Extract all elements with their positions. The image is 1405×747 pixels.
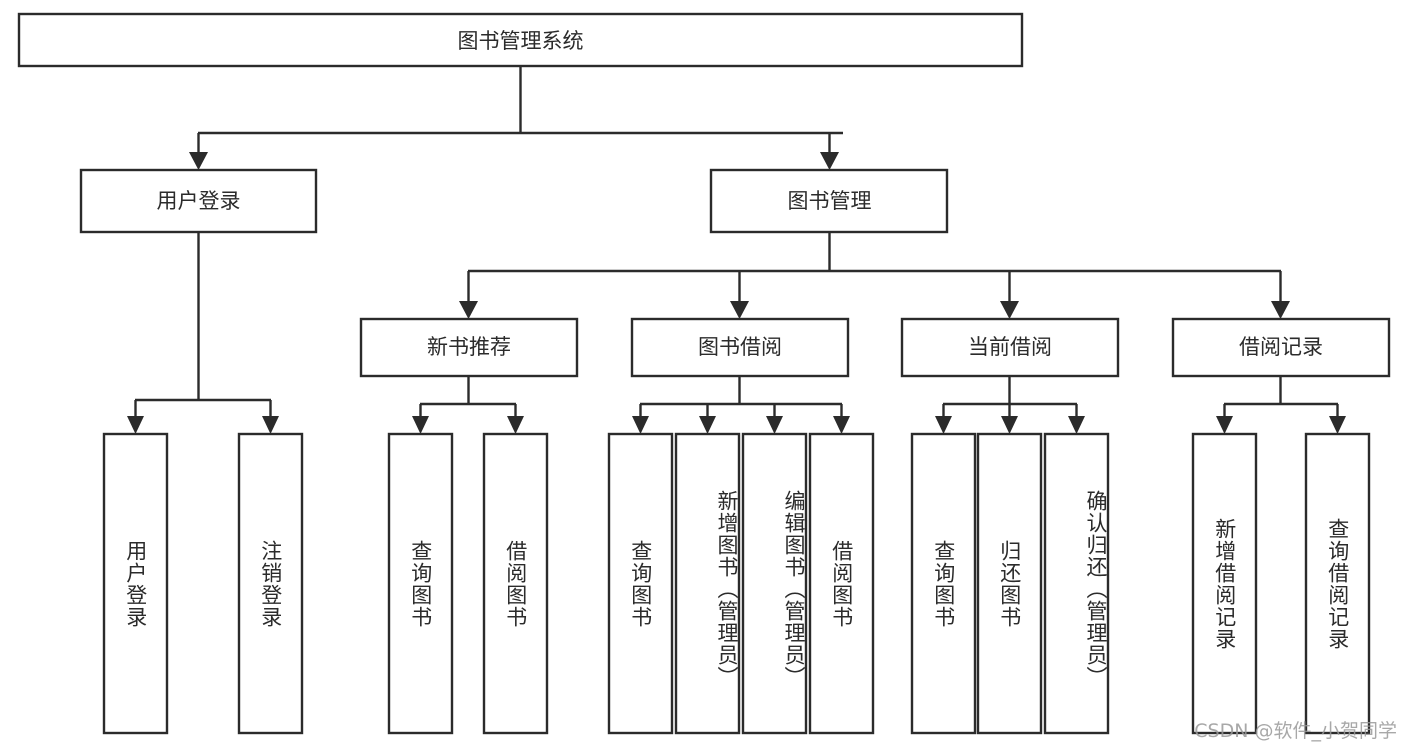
- connector-group-book-borrow-leaves: [632, 376, 850, 434]
- node-user-login[interactable]: 用户登录: [79, 168, 318, 234]
- arrow-head-book-manage: [820, 152, 839, 170]
- node-book-manage-label: 图书管理: [788, 189, 872, 213]
- node-borrow-record-label: 借阅记录: [1239, 335, 1323, 359]
- node-new-book-recommend-box[interactable]: [359, 317, 579, 378]
- leaf-box-logout[interactable]: [237, 432, 304, 735]
- arrow-head-b0: [412, 416, 429, 434]
- node-book-manage-box[interactable]: [709, 168, 949, 234]
- leaf-box-borrow-book-new[interactable]: [482, 432, 549, 735]
- node-book-manage[interactable]: 图书管理: [709, 168, 949, 234]
- leaf-box-user-login[interactable]: [102, 432, 169, 735]
- leaf-box-query-book-borrow[interactable]: [607, 432, 674, 735]
- leaf-box-query-book-new[interactable]: [387, 432, 454, 735]
- node-current-borrow-box[interactable]: [900, 317, 1120, 378]
- node-user-login-box[interactable]: [79, 168, 318, 234]
- connector-group-root: [189, 66, 843, 170]
- arrow-head-e1: [1329, 416, 1346, 434]
- node-book-borrow-box[interactable]: [630, 317, 850, 378]
- arrow-head-c3: [833, 416, 850, 434]
- node-current-borrow[interactable]: 当前借阅: [900, 317, 1120, 378]
- leaf-box-return-book[interactable]: [976, 432, 1043, 735]
- arrow-head-user-login: [189, 152, 208, 170]
- arrow-head-borrow-record: [1271, 301, 1290, 319]
- leaf-box-add-book-admin[interactable]: [674, 432, 741, 735]
- arrow-head-e0: [1216, 416, 1233, 434]
- arrow-head-a1: [262, 416, 279, 434]
- node-borrow-record[interactable]: 借阅记录: [1171, 317, 1391, 378]
- arrow-head-a0: [127, 416, 144, 434]
- arrow-head-d0: [935, 416, 952, 434]
- connector-group-new-book-leaves: [412, 376, 524, 434]
- leaf-box-add-borrow-record[interactable]: [1191, 432, 1258, 735]
- arrow-head-current-borrow: [1000, 301, 1019, 319]
- arrow-head-new-book: [459, 301, 478, 319]
- node-root-label: 图书管理系统: [458, 29, 584, 53]
- node-borrow-record-box[interactable]: [1171, 317, 1391, 378]
- leaf-box-edit-book-admin[interactable]: [741, 432, 808, 735]
- node-user-login-label: 用户登录: [157, 189, 241, 213]
- arrow-head-c1: [699, 416, 716, 434]
- arrow-head-d2: [1068, 416, 1085, 434]
- node-current-borrow-label: 当前借阅: [968, 335, 1052, 359]
- connector-group-user-login-leaves: [127, 232, 279, 434]
- node-new-book-recommend[interactable]: 新书推荐: [359, 317, 579, 378]
- leaf-box-confirm-return-admin[interactable]: [1043, 432, 1110, 735]
- arrow-head-b1: [507, 416, 524, 434]
- connector-group-current-borrow-leaves: [935, 376, 1085, 434]
- node-new-book-recommend-label: 新书推荐: [427, 335, 511, 359]
- node-root[interactable]: 图书管理系统: [17, 12, 1024, 68]
- node-book-borrow-label: 图书借阅: [698, 335, 782, 359]
- node-root-box[interactable]: [17, 12, 1024, 68]
- arrow-head-c0: [632, 416, 649, 434]
- connector-group-book-manage: [459, 232, 1290, 319]
- watermark-text: CSDN @软件_小贺同学: [1194, 720, 1397, 742]
- arrow-head-book-borrow: [730, 301, 749, 319]
- connector-group-borrow-record-leaves: [1216, 376, 1346, 434]
- leaf-box-query-borrow-record[interactable]: [1304, 432, 1371, 735]
- leaf-box-query-book-current[interactable]: [910, 432, 977, 735]
- node-book-borrow[interactable]: 图书借阅: [630, 317, 850, 378]
- arrow-head-c2: [766, 416, 783, 434]
- leaf-box-borrow-book[interactable]: [808, 432, 875, 735]
- arrow-head-d1: [1001, 416, 1018, 434]
